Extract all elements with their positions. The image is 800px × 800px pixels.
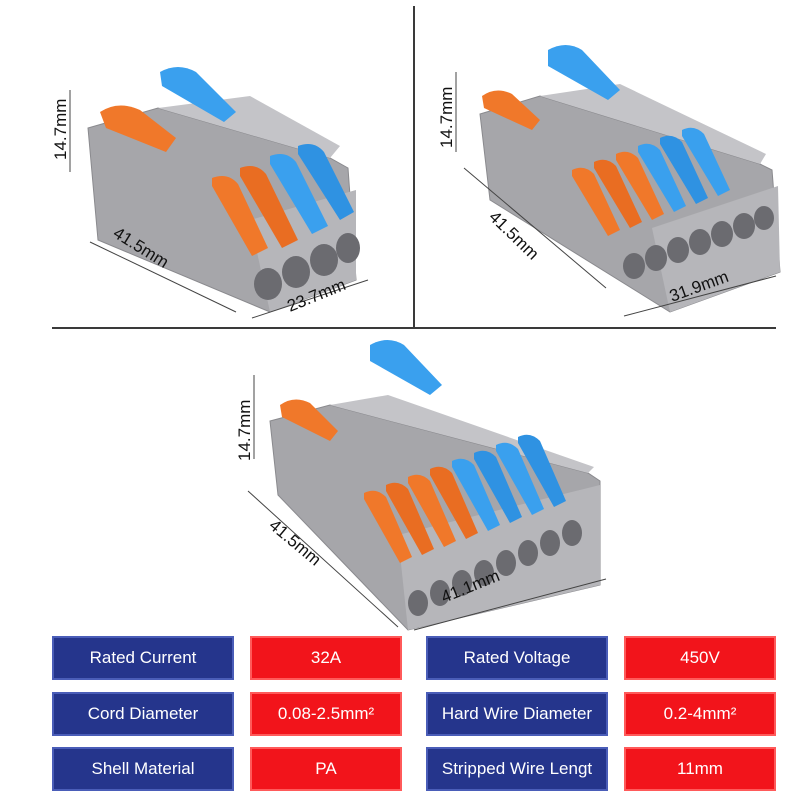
lever-blue <box>638 143 686 212</box>
lever-orange <box>616 151 664 220</box>
lever-blue <box>160 67 236 122</box>
wire-hole <box>645 245 667 271</box>
lever-orange <box>240 166 298 248</box>
wire-hole <box>518 540 538 566</box>
spec-label-rated-current: Rated Current <box>52 636 234 680</box>
spec-label-shell-material: Shell Material <box>52 747 234 791</box>
height-dimension-label: 14.7mm <box>51 99 70 160</box>
lever-orange <box>594 159 642 228</box>
wire-hole <box>540 530 560 556</box>
lever-orange <box>100 105 176 152</box>
wire-hole <box>336 233 360 263</box>
spec-label-cord-diameter: Cord Diameter <box>52 692 234 736</box>
spec-value-stripped-wire-length: 11mm <box>624 747 776 791</box>
lever-orange <box>430 466 478 539</box>
wire-hole <box>254 268 282 300</box>
wire-hole <box>689 229 711 255</box>
connector-top-face <box>540 84 766 164</box>
spec-value-shell-material: PA <box>250 747 402 791</box>
dimension-line <box>623 275 777 317</box>
lever-blue <box>270 154 328 234</box>
connector-2-to-6: 14.7mm 41.5mm 31.9mm <box>437 45 781 317</box>
dimension-line <box>247 490 399 628</box>
lever-blue <box>474 450 522 523</box>
wire-holes <box>408 520 582 616</box>
lever-blue <box>370 340 442 395</box>
dimension-line <box>413 578 607 631</box>
spec-value-rated-current: 32A <box>250 636 402 680</box>
lever-orange <box>408 474 456 547</box>
lever-blue <box>518 434 566 507</box>
lever-orange <box>386 482 434 555</box>
wire-hole <box>474 560 494 586</box>
wire-hole <box>310 244 338 276</box>
connector-2-to-8: 14.7mm 41.5mm 41.1mm <box>235 340 607 631</box>
dimension-line <box>463 167 607 289</box>
wire-hole <box>408 590 428 616</box>
spec-label-stripped-wire-length: Stripped Wire Lengt <box>426 747 608 791</box>
wire-holes <box>623 206 774 279</box>
lever-orange <box>364 490 412 563</box>
connector-top-face <box>158 96 340 158</box>
height-dimension-label: 14.7mm <box>437 87 456 148</box>
horizontal-divider <box>52 327 776 329</box>
wire-hole <box>430 580 450 606</box>
lever-orange <box>212 176 268 256</box>
lever-blue <box>548 45 620 100</box>
spec-label-hard-wire-diameter: Hard Wire Diameter <box>426 692 608 736</box>
wire-hole <box>623 253 645 279</box>
wire-holes <box>254 233 360 300</box>
height-dimension-label: 14.7mm <box>235 400 254 461</box>
lever-blue <box>496 442 544 515</box>
wire-hole <box>282 256 310 288</box>
spec-value-rated-voltage: 450V <box>624 636 776 680</box>
wire-hole <box>754 206 774 230</box>
spec-value-hard-wire-diameter: 0.2-4mm² <box>624 692 776 736</box>
lever-blue <box>298 144 354 220</box>
wire-hole <box>562 520 582 546</box>
lever-blue <box>660 135 708 204</box>
wire-hole <box>711 221 733 247</box>
wire-hole <box>496 550 516 576</box>
lever-orange <box>572 167 620 236</box>
spec-value-cord-diameter: 0.08-2.5mm² <box>250 692 402 736</box>
lever-blue <box>452 458 500 531</box>
lever-orange <box>482 90 540 130</box>
lever-orange <box>280 399 338 441</box>
lever-blue <box>682 127 730 196</box>
vertical-divider <box>413 6 415 328</box>
wire-hole <box>667 237 689 263</box>
wire-hole <box>452 570 472 596</box>
wire-hole <box>733 213 755 239</box>
dimension-line <box>89 241 237 313</box>
spec-label-rated-voltage: Rated Voltage <box>426 636 608 680</box>
dimension-line <box>251 279 369 319</box>
connector-2-to-4: 14.7mm 41.5mm 23.7mm <box>51 67 369 319</box>
